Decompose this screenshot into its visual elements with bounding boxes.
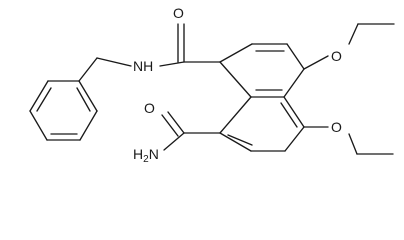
bond: [283, 68, 305, 98]
bond: [79, 110, 98, 141]
bond: [29, 110, 48, 141]
bond: [159, 61, 185, 67]
bond: [219, 132, 252, 152]
amine-subscript: 2: [143, 154, 149, 165]
bond: [303, 55, 329, 70]
bond: [96, 57, 132, 67]
ethoxy-group-top: O: [303, 23, 395, 70]
double-bond-inner: [76, 87, 91, 112]
primary-amide-group: O H2N: [133, 100, 221, 165]
bond: [283, 96, 305, 128]
ether-oxygen-label: O: [331, 48, 342, 64]
chemical-structure-diagram: O NH O H2N O O: [29, 5, 395, 165]
bond: [284, 126, 305, 152]
naphthalene-ring-a: [219, 43, 305, 98]
bond: [219, 61, 252, 98]
carbonyl-bond: [161, 114, 179, 137]
bond: [78, 57, 98, 82]
secondary-amide-group: O NH: [78, 5, 221, 82]
ethoxy-group-bottom: O: [303, 119, 394, 155]
bond: [348, 133, 358, 155]
bond: [219, 96, 252, 134]
bond: [219, 43, 253, 63]
amide-oxygen-label: O: [173, 5, 184, 21]
bond: [163, 132, 185, 151]
ether-oxygen-label: O: [331, 119, 342, 135]
bond: [29, 80, 49, 112]
bond: [78, 80, 98, 112]
naphthalene-ring-b: [219, 96, 305, 152]
amine-n: N: [149, 146, 159, 162]
amine-label: H2N: [133, 146, 159, 165]
amide-oxygen-label: O: [144, 100, 155, 116]
carbonyl-bond: [167, 111, 185, 134]
double-bond-inner: [227, 134, 253, 146]
double-bond-inner: [280, 102, 298, 128]
amine-h: H: [133, 146, 143, 162]
phenyl-ring: [29, 80, 98, 141]
double-bond-inner: [36, 87, 52, 112]
amide-nitrogen-label: NH: [133, 58, 153, 74]
bond: [286, 43, 305, 70]
bond: [348, 23, 359, 45]
